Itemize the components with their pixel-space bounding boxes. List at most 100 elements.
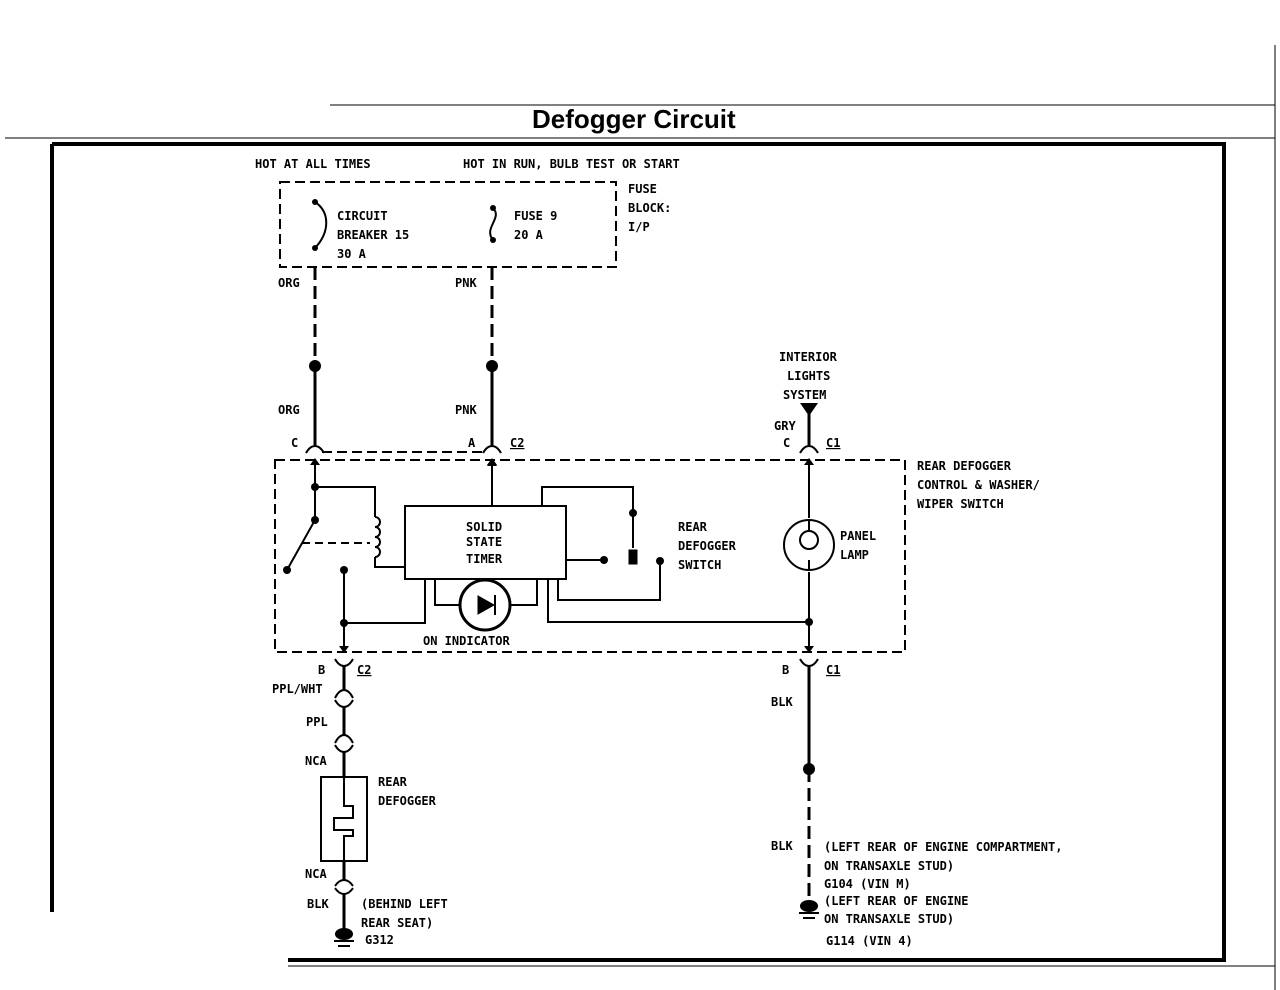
label-conn-b-left: B (318, 663, 325, 677)
label-conn-c-right: C (783, 436, 790, 450)
label-c1-bottom: C1 (826, 663, 840, 677)
switch-feed (541, 486, 634, 513)
fuse-symbol (489, 207, 497, 241)
label-fuse-2: 20 A (514, 228, 544, 242)
label-cb-3: 30 A (337, 247, 367, 261)
label-interior-2: LIGHTS (787, 369, 830, 383)
label-blk-right-bottom: BLK (771, 839, 793, 853)
arrow-gry-top (804, 458, 814, 465)
label-cb-1: CIRCUIT (337, 209, 388, 223)
label-timer-1: SOLID (466, 520, 502, 534)
label-switch-1: REAR (678, 520, 708, 534)
label-behind-1: (BEHIND LEFT (361, 897, 448, 911)
node-relay-arm (311, 516, 319, 524)
node-relay-top (311, 483, 319, 491)
label-on-indicator: ON INDICATOR (423, 634, 510, 648)
label-org-top: ORG (278, 276, 300, 290)
label-c2-top: C2 (510, 436, 524, 450)
diagram-title: Defogger Circuit (532, 104, 736, 134)
label-left-rear-1b: ON TRANSAXLE STUD) (824, 859, 954, 873)
splice-org (309, 360, 321, 372)
node-cb-top (312, 199, 318, 205)
node-relay-contact (283, 566, 291, 574)
ground-bus (547, 579, 809, 623)
label-c2-bottom: C2 (357, 663, 371, 677)
label-rear-defogger-2: DEFOGGER (378, 794, 437, 808)
fuse-block-box (279, 181, 617, 268)
label-hot-in-run: HOT IN RUN, BULB TEST OR START (463, 157, 680, 171)
inline-connector-2 (334, 733, 354, 754)
label-control-1: REAR DEFOGGER (917, 459, 1012, 473)
panel-lamp-filament (799, 520, 820, 570)
label-ppl-wht: PPL/WHT (272, 682, 323, 696)
switch-return (557, 561, 661, 601)
label-fuse-block-2: BLOCK: (628, 201, 671, 215)
node-switch-contact (629, 509, 637, 517)
label-g114: G114 (VIN 4) (826, 934, 913, 948)
relay-coil (374, 516, 381, 558)
label-switch-2: DEFOGGER (678, 539, 737, 553)
inline-connector-1 (334, 688, 354, 709)
switch-assembly-box (274, 459, 906, 653)
label-conn-c-left: C (291, 436, 298, 450)
label-fuse-block-3: I/P (628, 220, 650, 234)
label-control-3: WIPER SWITCH (917, 497, 1004, 511)
label-control-2: CONTROL & WASHER/ (917, 478, 1040, 492)
node-ground-bus (805, 618, 813, 626)
label-org-mid: ORG (278, 403, 300, 417)
label-gry: GRY (774, 419, 796, 433)
circuit-breaker-symbol (314, 201, 328, 249)
label-timer-3: TIMER (466, 552, 503, 566)
connector-b-c2 (334, 658, 354, 668)
connector-gry-top (799, 444, 819, 454)
label-rear-defogger-1: REAR (378, 775, 408, 789)
label-ppl: PPL (306, 715, 328, 729)
relay-coil-return (374, 557, 405, 568)
inline-connector-3 (334, 878, 354, 896)
node-fuse-bottom (490, 237, 496, 243)
label-c1-top: C1 (826, 436, 840, 450)
label-behind-2: REAR SEAT) (361, 916, 433, 930)
label-left-rear-1a: (LEFT REAR OF ENGINE COMPARTMENT, (824, 840, 1062, 854)
label-timer-2: STATE (466, 535, 502, 549)
interior-lights-arrow (800, 403, 818, 416)
rear-defogger-grid (333, 777, 354, 861)
label-panel-lamp-1: PANEL (840, 529, 876, 543)
relay-contact-arm (286, 519, 316, 571)
label-hot-all-times: HOT AT ALL TIMES (255, 157, 371, 171)
indicator-diode (477, 595, 496, 615)
label-nca-top: NCA (305, 754, 327, 768)
timer-ground-line (344, 580, 426, 624)
node-switch-return (656, 557, 664, 565)
indicator-left-lead (434, 580, 460, 606)
label-blk-right-top: BLK (771, 695, 793, 709)
label-g104: G104 (VIN M) (824, 877, 911, 891)
node-output (340, 566, 348, 574)
label-left-rear-2a: (LEFT REAR OF ENGINE (824, 894, 969, 908)
label-cb-2: BREAKER 15 (337, 228, 409, 242)
ground-g312-symbol (334, 928, 354, 947)
arrow-c-top (310, 458, 320, 465)
connector-a-top (482, 444, 502, 454)
label-nca-bottom: NCA (305, 867, 327, 881)
splice-pnk (486, 360, 498, 372)
label-conn-b-right: B (782, 663, 789, 677)
connector-c-top (305, 444, 325, 454)
label-panel-lamp-2: LAMP (840, 548, 869, 562)
switch-plunger (628, 549, 638, 565)
label-pnk-top: PNK (455, 276, 477, 290)
arrow-b-c2 (339, 646, 349, 653)
node-switch-common (600, 556, 608, 564)
splice-blk (803, 763, 815, 775)
label-fuse-1: FUSE 9 (514, 209, 557, 223)
node-fuse-top (490, 205, 496, 211)
arrow-b-c1 (804, 646, 814, 653)
label-interior-1: INTERIOR (779, 350, 838, 364)
ground-g104-symbol (799, 900, 819, 919)
arrow-timer-feed (487, 459, 497, 466)
node-output-junction (340, 619, 348, 627)
label-g312: G312 (365, 933, 394, 947)
label-interior-3: SYSTEM (783, 388, 826, 402)
indicator-right-lead (510, 580, 538, 606)
